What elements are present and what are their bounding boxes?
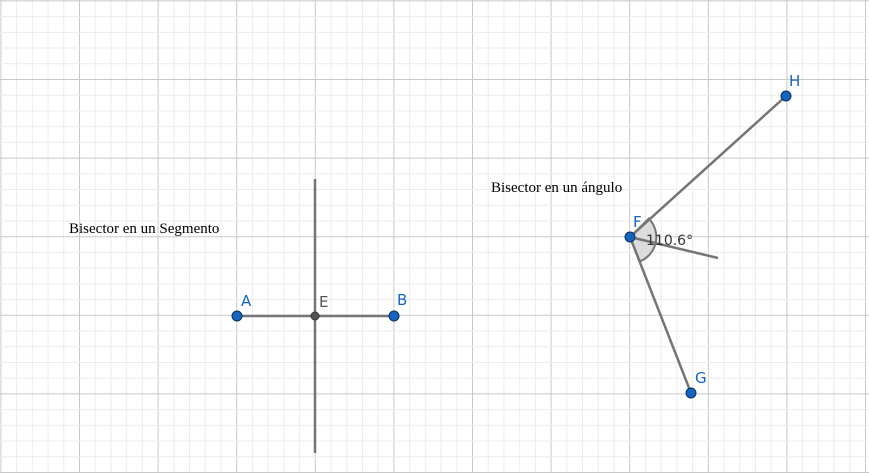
point-f[interactable] <box>624 231 636 243</box>
segment-bisector-caption: Bisector en un Segmento <box>69 221 219 237</box>
ray-fh[interactable] <box>629 95 787 238</box>
point-a[interactable] <box>231 310 243 322</box>
label-g: G <box>695 369 707 387</box>
label-e: E <box>319 293 328 311</box>
label-f: F <box>633 213 642 231</box>
label-a: A <box>241 292 252 310</box>
angle-bisector-ray[interactable] <box>629 235 719 260</box>
point-g[interactable] <box>685 387 697 399</box>
point-e-midpoint[interactable] <box>310 311 320 321</box>
label-b: B <box>397 291 407 309</box>
point-b[interactable] <box>388 310 400 322</box>
angle-measure-label: 110.6° <box>646 233 693 249</box>
angle-bisector-caption: Bisector en un ángulo <box>491 180 622 196</box>
point-h[interactable] <box>780 90 792 102</box>
label-h: H <box>789 72 800 90</box>
ray-fg[interactable] <box>628 236 693 394</box>
